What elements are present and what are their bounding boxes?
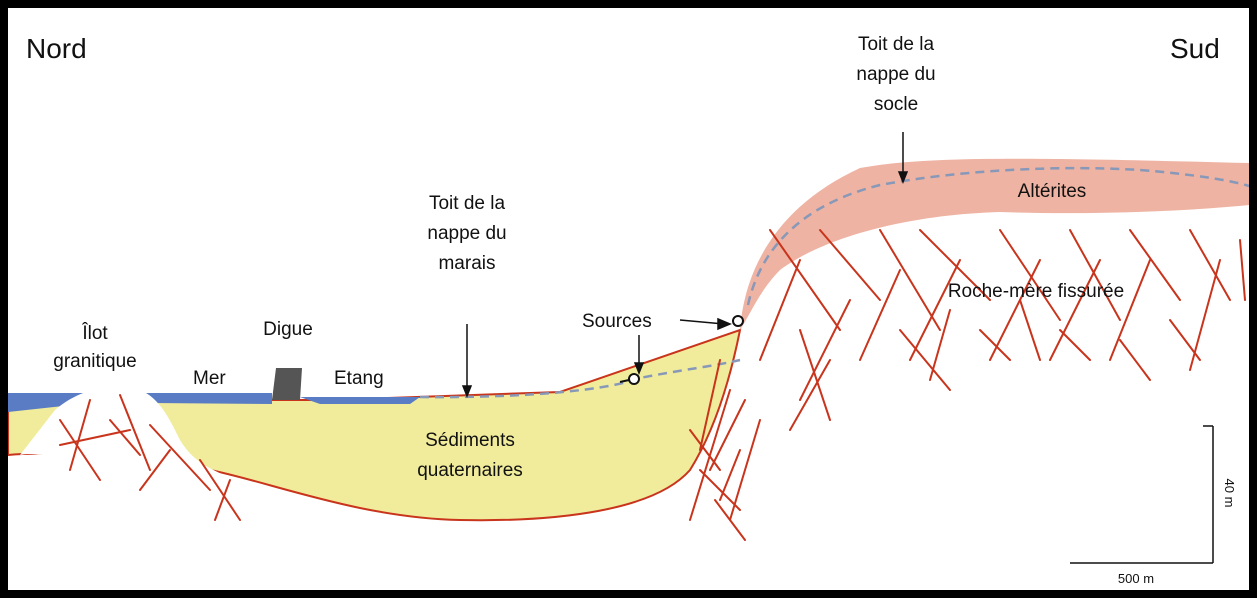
- label-weathered: Altérites: [1018, 181, 1087, 202]
- pond-water: [300, 397, 420, 404]
- label-basement-top-2: nappe du: [856, 64, 935, 85]
- weathered-layer: [740, 159, 1249, 330]
- label-south: Sud: [1170, 33, 1220, 64]
- label-marsh-top-2: nappe du: [427, 223, 506, 244]
- label-islet-1: Îlot: [81, 322, 108, 344]
- label-islet-2: granitique: [53, 351, 136, 372]
- label-springs: Sources: [582, 311, 652, 332]
- label-sea: Mer: [193, 368, 226, 389]
- label-scale-horizontal: 500 m: [1118, 571, 1154, 586]
- spring-high: [733, 316, 743, 326]
- scale-bars: [1070, 426, 1213, 563]
- label-marsh-top-1: Toit de la: [429, 193, 505, 214]
- label-pond: Etang: [334, 368, 384, 389]
- label-bedrock: Roche-mère fissurée: [948, 281, 1124, 302]
- label-basement-top-3: socle: [874, 94, 918, 115]
- label-dike: Digue: [263, 319, 313, 340]
- cross-section-diagram: Nord Sud Îlot granitique Mer Digue Etang…: [8, 8, 1249, 590]
- dike-shape: [272, 368, 302, 400]
- label-sediments-1: Sédiments: [425, 430, 515, 451]
- label-basement-top-1: Toit de la: [858, 34, 934, 55]
- label-scale-vertical: 40 m: [1222, 479, 1237, 508]
- label-sediments-2: quaternaires: [417, 460, 523, 481]
- label-north: Nord: [26, 33, 87, 64]
- label-marsh-top-3: marais: [438, 253, 495, 274]
